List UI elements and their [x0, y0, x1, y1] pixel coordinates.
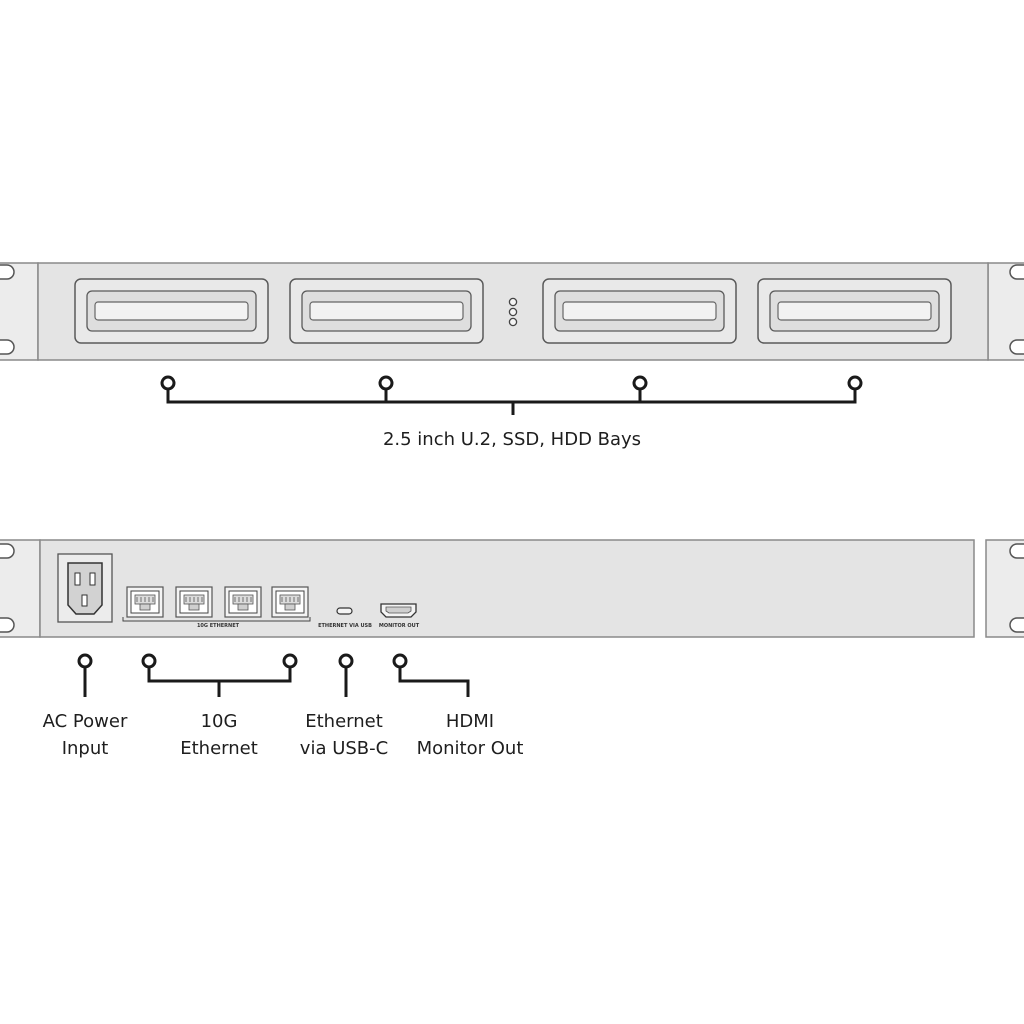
ac-power-callout-label: AC Power Input: [43, 708, 128, 762]
rear-right-mount-hole-bottom: [1009, 617, 1024, 633]
monitor-out-panel-label: MONITOR OUT: [379, 623, 420, 629]
bays-callout-bracket: [160, 375, 863, 415]
rear-left-mount-hole-top: [0, 543, 15, 559]
drive-bay-2: [289, 278, 484, 344]
front-right-mount-hole-bottom: [1009, 339, 1024, 355]
ac-power-callout-line1: AC Power: [42, 711, 128, 732]
hdmi-callout-line1: HDMI: [445, 711, 495, 732]
ethernet-usb-callout-line2: via USB-C: [299, 738, 389, 759]
status-led-icon: [508, 317, 518, 327]
ethernet-10g-callout-label: 10G Ethernet: [180, 708, 258, 762]
ethernet-10g-panel-label: 10G ETHERNET: [197, 623, 240, 629]
hdmi-callout-label: HDMI Monitor Out: [417, 708, 524, 762]
front-left-mount-hole-top: [0, 264, 15, 280]
bays-callout-label: 2.5 inch U.2, SSD, HDD Bays: [382, 429, 642, 450]
rear-panel: 10G ETHERNET ETHERNET VIA USB MONITOR OU…: [0, 539, 1024, 638]
hdmi-port-icon: [380, 603, 417, 618]
usb-c-port-icon: [336, 607, 353, 615]
ac-power-inlet-icon: [57, 553, 113, 623]
ethernet-port-4-icon: [271, 586, 309, 618]
ethernet-port-3-icon: [224, 586, 262, 618]
ethernet-port-2-icon: [175, 586, 213, 618]
ethernet-10g-callout-line1: 10G: [200, 711, 238, 732]
ethernet-10g-callout-line2: Ethernet: [180, 738, 258, 759]
ac-power-callout-line2: Input: [61, 738, 109, 759]
front-right-mount-hole-top: [1009, 264, 1024, 280]
drive-bay-4: [757, 278, 952, 344]
status-led-icon: [508, 307, 518, 317]
ethernet-port-1-icon: [126, 586, 164, 618]
ethernet-usb-panel-label: ETHERNET VIA USB: [318, 623, 372, 629]
ethernet-usb-callout-label: Ethernet via USB-C: [300, 708, 388, 762]
hdmi-callout-line2: Monitor Out: [416, 738, 524, 759]
ethernet-group-bracket: [122, 617, 311, 622]
drive-bay-1: [74, 278, 269, 344]
rear-right-mount-hole-top: [1009, 543, 1024, 559]
front-left-mount-hole-bottom: [0, 339, 15, 355]
front-panel: [0, 262, 1024, 361]
status-led-icon: [508, 297, 518, 307]
drive-bay-3: [542, 278, 737, 344]
rear-left-mount-hole-bottom: [0, 617, 15, 633]
ethernet-usb-callout-line1: Ethernet: [305, 711, 383, 732]
rear-callout-leaders: [77, 653, 470, 697]
status-leds: [508, 297, 518, 327]
